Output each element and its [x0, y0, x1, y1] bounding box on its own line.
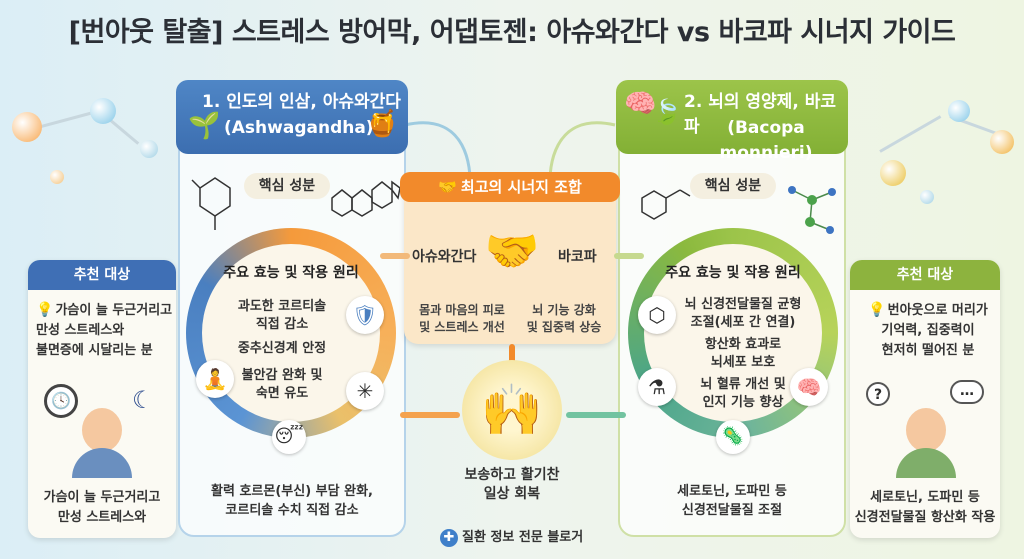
person-body [72, 448, 132, 478]
bacopa-title-line2: (Bacopa monnieri) [719, 118, 813, 163]
bacopa-item-1: 뇌 신경전달물질 균형 조절(세포 간 연결) [684, 297, 802, 330]
right-recommendation-bottom: 세로토닌, 도파민 등 신경전달물질 항산화 작용 [854, 490, 996, 525]
background-molecules-right [860, 60, 1024, 230]
bacopa-item-2: 항산화 효과로 뇌세포 보호 [704, 337, 782, 370]
right-recommendation-text-body: 번아웃으로 머리가 기억력, 집중력이 현저히 떨어진 분 [881, 303, 988, 358]
synergy-left-label: 아슈와간다 [412, 249, 477, 265]
left-recommendation-card: 추천 대상 💡가슴이 늘 두근거리고 만성 스트레스와 불면증에 시달리는 분 … [28, 260, 176, 538]
leaf-icon: 🍃 [652, 98, 682, 126]
ashwagandha-effects-title: 주요 효능 및 작용 원리 [223, 265, 359, 281]
moon-icon: 😴 [272, 420, 306, 454]
shield-icon: 🛡 [346, 296, 384, 334]
lightbulb-icon: 💡 [868, 302, 886, 318]
handshake-icon: 🤝 [484, 226, 540, 277]
page-title: [번아웃 탈출] 스트레스 방어막, 어댑토젠: 아슈와간다 vs 바코파 시너… [68, 17, 956, 48]
ashwagandha-header: 🌱 1. 인도의 인삼, 아슈와간다 (Ashwagandha) 🍯 [176, 80, 408, 154]
synergy-header: 🤝최고의 시너지 조합 [400, 172, 620, 202]
arrow-left-to-result [400, 412, 460, 418]
brain-icon: 🧠 [790, 368, 828, 406]
brain-icon: 🧠 [624, 89, 657, 119]
synergy-header-label: 최고의 시너지 조합 [460, 178, 582, 196]
honey-jar-icon: 🍯 [366, 109, 399, 139]
ellipsis-bubble-icon: … [950, 380, 984, 404]
bacopa-molecule-left [628, 178, 698, 230]
person-body [896, 448, 956, 478]
right-recommendation-header: 추천 대상 [850, 260, 1000, 290]
cell-icon: 🦠 [716, 420, 750, 454]
bacopa-effects-title: 주요 효능 및 작용 원리 [665, 265, 801, 281]
left-recommendation-bottom: 가슴이 늘 두근거리고 만성 스트레스와 [43, 490, 161, 525]
question-bubble-icon: ? [866, 382, 890, 406]
footer-credit: ✚ 질환 정보 전문 블로거 [440, 526, 600, 547]
result-glow [462, 360, 562, 460]
left-recommendation-text-body: 가슴이 늘 두근거리고 만성 스트레스와 불면증에 시달리는 분 [36, 303, 173, 358]
synergy-box [404, 176, 616, 344]
ashwagandha-molecule-left [190, 168, 240, 238]
synergy-right-label: 바코파 [558, 249, 597, 265]
lightbulb-icon: 💡 [36, 302, 54, 318]
bacopa-header: 🧠 🍃 2. 뇌의 영양제, 바코파 (Bacopa monnieri) [616, 80, 848, 163]
right-recommendation-text: 💡번아웃으로 머리가 기억력, 집중력이 현저히 떨어진 분 [858, 300, 998, 361]
handshake-icon: 🤝 [438, 178, 457, 196]
bacopa-molecule-right [782, 180, 844, 240]
clock-icon: 🕓 [44, 384, 78, 418]
arrow-to-right-panel [614, 253, 644, 259]
ashwagandha-item-2: 중추신경계 안정 [237, 341, 327, 356]
left-recommendation-header: 추천 대상 [28, 260, 176, 290]
ashwagandha-item-3: 불안감 완화 및 숙면 유도 [241, 368, 323, 401]
ashwagandha-title-line2: (Ashwagandha) [224, 118, 374, 138]
arrow-to-left-panel [380, 253, 410, 259]
medical-cross-icon: ✚ [440, 529, 458, 547]
neuron-icon: ✳ [346, 372, 384, 410]
ashwagandha-item-1: 과도한 코르티솔 직접 감소 [237, 299, 327, 332]
synergy-right-desc: 뇌 기능 강화 및 집중력 상승 [526, 303, 602, 334]
thinking-person-illustration: ? … [866, 378, 986, 478]
bacopa-title-line1: 2. 뇌의 영양제, 바코파 [684, 92, 836, 137]
background-molecules-left [0, 60, 180, 230]
person-head [82, 408, 122, 452]
stressed-person-illustration: 🕓 ☾ [42, 378, 162, 478]
antioxidant-icon: ⚗ [638, 368, 676, 406]
meditation-icon: 🧘 [196, 360, 234, 398]
happy-person-icon: 🙌 [480, 381, 544, 439]
person-head [906, 408, 946, 452]
ashwagandha-title-line1: 1. 인도의 인삼, 아슈와간다 [202, 92, 401, 112]
left-recommendation-text: 💡가슴이 늘 두근거리고 만성 스트레스와 불면증에 시달리는 분 [36, 300, 176, 361]
bacopa-core-label: 핵심 성분 [690, 173, 776, 199]
footer-text: 질환 정보 전문 블로거 [462, 530, 584, 545]
result-text: 보송하고 활기찬 일상 회복 [464, 467, 560, 502]
arrow-right-to-result [566, 412, 626, 418]
arrow-down-to-result [509, 344, 515, 366]
ashwagandha-molecule-right [320, 168, 404, 228]
ashwagandha-bottom-text: 활력 호르몬(부신) 부담 완화, 코르티솔 수치 직접 감소 [211, 484, 373, 518]
plant-icon: 🌱 [188, 111, 221, 141]
right-recommendation-card: 추천 대상 💡번아웃으로 머리가 기억력, 집중력이 현저히 떨어진 분 ? …… [850, 260, 1000, 538]
molecule-icon: ⬡ [638, 296, 676, 334]
bacopa-item-3: 뇌 혈류 개선 및 인지 기능 향상 [700, 377, 786, 410]
ashwagandha-core-label: 핵심 성분 [244, 173, 330, 199]
bacopa-bottom-text: 세로토닌, 도파민 등 신경전달물질 조절 [677, 484, 787, 518]
synergy-left-desc: 몸과 마음의 피로 및 스트레스 개선 [419, 303, 505, 334]
moon-icon: ☾ [132, 386, 154, 414]
